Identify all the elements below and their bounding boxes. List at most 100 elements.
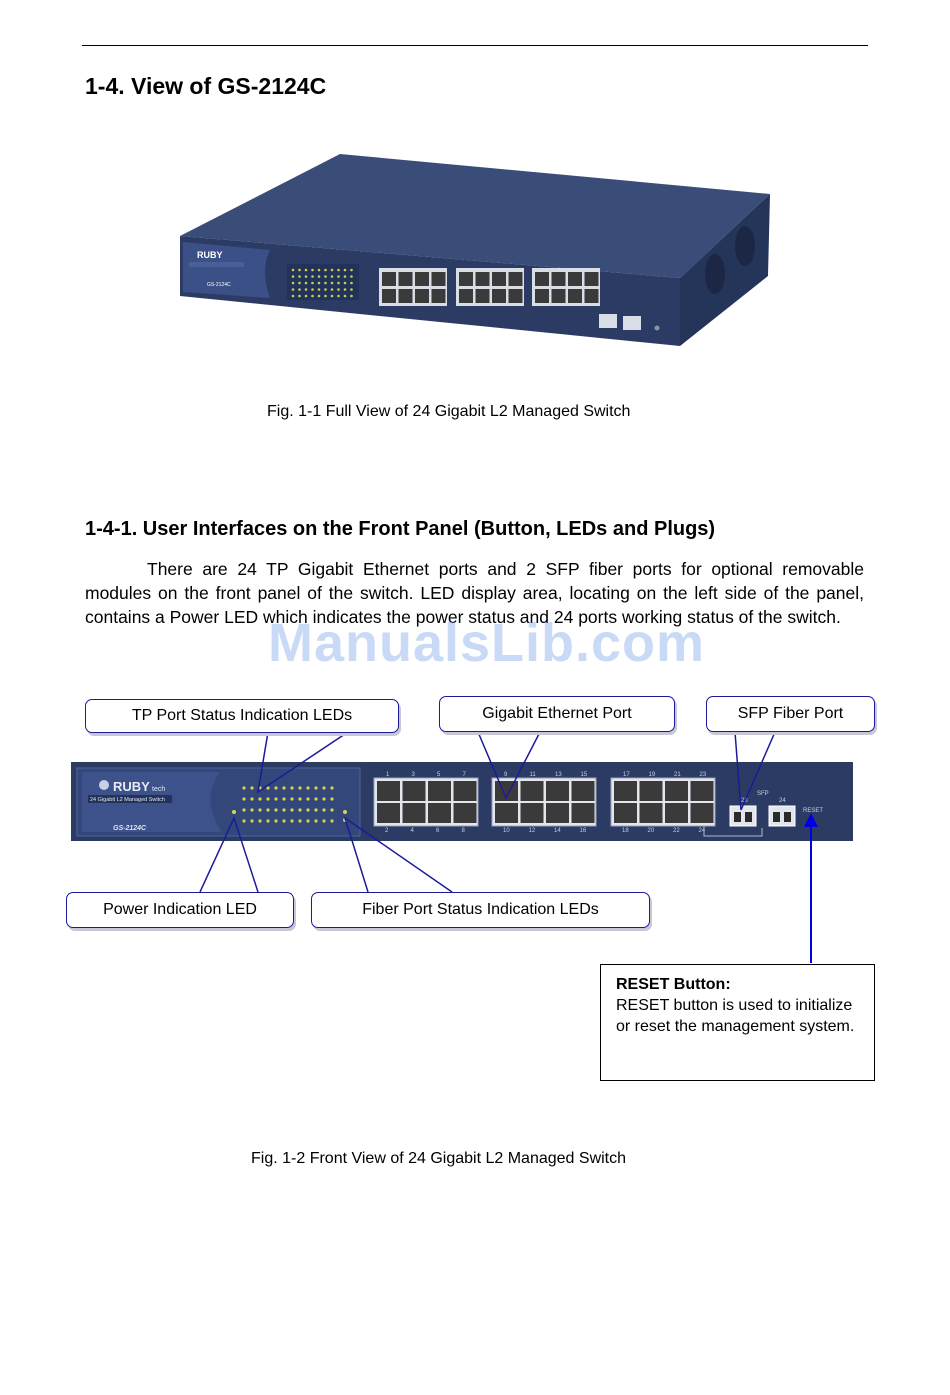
rj45-port[interactable] <box>639 803 663 823</box>
fig1-led <box>298 281 301 285</box>
port-led <box>266 797 270 801</box>
fig1-led <box>343 294 347 298</box>
fig1-led <box>350 268 353 272</box>
port-led <box>258 797 262 801</box>
fig1-port <box>415 289 429 303</box>
port-led <box>258 808 262 812</box>
port-led <box>298 786 302 790</box>
callout-fiber-leds: Fiber Port Status Indication LEDs <box>311 892 650 928</box>
rj45-port[interactable] <box>495 803 518 823</box>
port-number-top: 3 <box>412 772 416 778</box>
fig1-led <box>330 281 334 285</box>
port-led <box>250 808 254 812</box>
port-led <box>322 819 326 823</box>
rj45-port[interactable] <box>614 803 637 823</box>
fig1-led <box>304 268 308 272</box>
rj45-port[interactable] <box>639 781 663 801</box>
rj45-port[interactable] <box>614 781 637 801</box>
port-number-top: 7 <box>463 772 467 778</box>
fig1-port <box>398 289 413 303</box>
sfp-port-23[interactable] <box>729 805 757 827</box>
port-led <box>274 819 278 823</box>
rj45-port[interactable] <box>428 781 451 801</box>
gigabit-port-blocks <box>373 777 716 827</box>
fig1-led <box>350 288 353 291</box>
port-number-bottom: 24 <box>699 828 706 834</box>
rj45-port[interactable] <box>665 803 688 823</box>
svg-text:GS-2124C: GS-2124C <box>207 282 231 288</box>
rj45-port[interactable] <box>377 803 400 823</box>
rj45-port[interactable] <box>377 781 400 801</box>
fig1-led <box>304 275 308 278</box>
port-number-top: 13 <box>555 772 562 778</box>
rj45-port[interactable] <box>453 803 477 823</box>
rj45-port[interactable] <box>690 781 714 801</box>
port-number-top: 11 <box>530 772 537 778</box>
sfp-port-24[interactable] <box>768 805 796 827</box>
fig1-led <box>337 294 340 298</box>
figure2-caption: Fig. 1-2 Front View of 24 Gigabit L2 Man… <box>251 1150 627 1167</box>
sfp-number-24: 24 <box>779 798 786 804</box>
rj45-port[interactable] <box>665 781 688 801</box>
fig1-port <box>535 289 549 303</box>
fig1-port <box>415 272 429 286</box>
port-led <box>314 797 318 801</box>
fig1-led <box>343 281 347 285</box>
port-led <box>330 786 334 790</box>
watermark: ManualsLib.com <box>268 613 706 673</box>
port-led <box>250 819 254 823</box>
fig1-led <box>317 288 321 291</box>
rj45-port[interactable] <box>571 803 595 823</box>
port-number-bottom: 2 <box>385 828 389 834</box>
subsection-title: 1-4-1. User Interfaces on the Front Pane… <box>85 518 716 540</box>
rj45-port[interactable] <box>690 803 714 823</box>
fig1-led <box>337 281 340 285</box>
fig1-port <box>475 272 490 286</box>
fiber-led-23 <box>343 810 347 814</box>
fig1-port <box>431 289 446 303</box>
fig1-led <box>324 294 327 298</box>
fig1-port <box>459 272 473 286</box>
rj45-port[interactable] <box>520 781 544 801</box>
port-led <box>282 797 286 801</box>
port-led <box>242 797 246 801</box>
port-led <box>250 797 254 801</box>
fig1-port <box>535 272 549 286</box>
callout-gigabit-port: Gigabit Ethernet Port <box>439 696 675 732</box>
rj45-port[interactable] <box>402 803 426 823</box>
port-led <box>282 808 286 812</box>
front-panel-diagram: RUBY tech 24 Gigabit L2 Managed Switch G… <box>71 731 853 963</box>
port-led <box>290 797 294 801</box>
fig1-led <box>343 275 347 278</box>
section-title: 1-4. View of GS-2124C <box>85 73 327 99</box>
rj45-port[interactable] <box>402 781 426 801</box>
rj45-port[interactable] <box>571 781 595 801</box>
rj45-port[interactable] <box>546 781 569 801</box>
tp-led-matrix <box>242 786 334 823</box>
port-number-bottom: 20 <box>648 828 655 834</box>
port-led <box>242 819 246 823</box>
reset-label: RESET <box>803 808 823 814</box>
fig1-led <box>291 281 295 285</box>
port-number-top: 23 <box>700 772 707 778</box>
port-led <box>242 786 246 790</box>
reset-info-text: RESET button is used to initialize or re… <box>616 997 855 1035</box>
fig1-led <box>337 288 340 291</box>
fig1-led <box>350 281 353 285</box>
fig1-led <box>298 268 301 272</box>
rj45-port[interactable] <box>520 803 544 823</box>
port-led <box>306 786 310 790</box>
fig1-led <box>317 268 321 272</box>
power-led <box>232 810 236 814</box>
port-led <box>306 808 310 812</box>
port-led <box>298 797 302 801</box>
rj45-port[interactable] <box>546 803 569 823</box>
fig1-led <box>337 268 340 272</box>
fig1-led <box>311 281 314 285</box>
rj45-port[interactable] <box>428 803 451 823</box>
port-number-bottom: 22 <box>673 828 680 834</box>
fig1-port <box>551 272 566 286</box>
rj45-port[interactable] <box>453 781 477 801</box>
fig1-led <box>350 294 353 298</box>
fig1-led <box>324 275 327 278</box>
